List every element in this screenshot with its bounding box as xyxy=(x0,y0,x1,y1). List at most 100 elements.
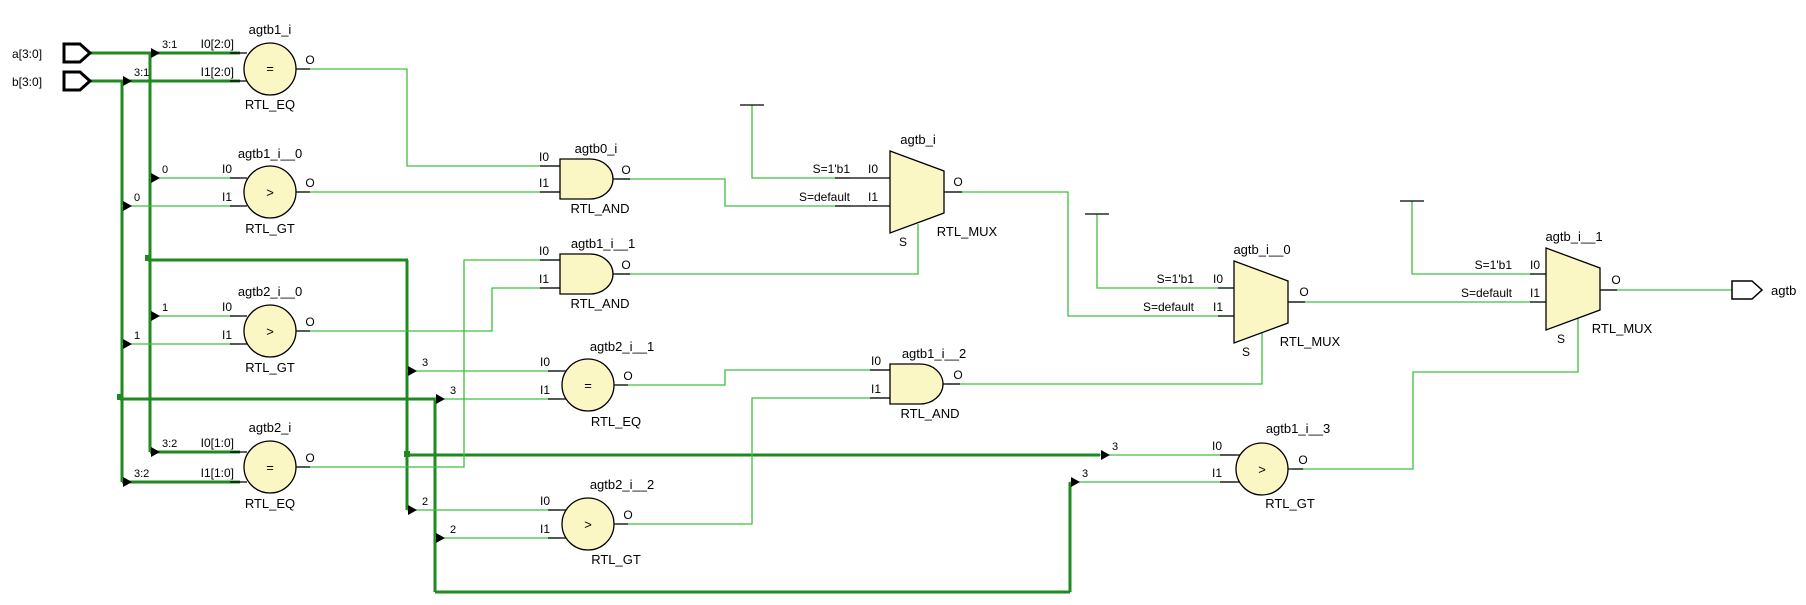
input-port-a[interactable]: a[3:0] xyxy=(12,42,93,64)
slice-label: 0 xyxy=(134,192,140,204)
cell-type: RTL_GT xyxy=(245,360,295,375)
pin-label: I1 xyxy=(540,522,550,536)
pin-label: O xyxy=(1299,285,1308,299)
gt-cell-agtb1_i__0[interactable]: > agtb1_i__0 RTL_GT I0 I1 O xyxy=(222,146,315,236)
cell-type: RTL_MUX xyxy=(1280,334,1341,349)
cell-type: RTL_EQ xyxy=(245,496,295,511)
eq-cell-agtb2_i[interactable]: = agtb2_i RTL_EQ I0[1:0] I1[1:0] O xyxy=(201,420,315,511)
pin-label: O xyxy=(1298,453,1307,467)
cell-type: RTL_GT xyxy=(591,552,641,567)
pin-label: I1 xyxy=(539,272,549,286)
and-gate-agtb1_i__2[interactable]: agtb1_i__2 RTL_AND I0 I1 O xyxy=(870,346,966,421)
cell-name: agtb_i xyxy=(900,132,936,147)
pin-label: I1[1:0] xyxy=(201,466,234,480)
pin-label: O xyxy=(305,315,314,329)
and-gate-agtb0_i[interactable]: agtb0_i RTL_AND I0 I1 O xyxy=(539,141,631,216)
equals-symbol: = xyxy=(584,378,592,393)
pin-label: O xyxy=(621,163,630,177)
cell-type: RTL_AND xyxy=(570,296,629,311)
port-label: b[3:0] xyxy=(12,75,42,89)
pin-label: I1 xyxy=(1530,286,1540,300)
slice-label: 0 xyxy=(162,164,168,176)
cell-type: RTL_EQ xyxy=(591,414,641,429)
slice-label: 3 xyxy=(422,357,428,369)
mux-agtb_i__1[interactable]: agtb_i__1 RTL_MUX I0 I1 S O S=1'b1 S=def… xyxy=(1461,229,1653,346)
pin-label: S xyxy=(1557,332,1565,346)
greater-than-symbol: > xyxy=(266,324,274,339)
slice-label: 3 xyxy=(1112,441,1118,453)
slice-label: 3:1 xyxy=(162,39,177,51)
eq-cell-agtb1_i[interactable]: = agtb1_i RTL_EQ I0[2:0] I1[2:0] O xyxy=(201,22,315,112)
pin-label: I0 xyxy=(871,354,881,368)
port-label: agtb xyxy=(1771,283,1796,298)
mux-agtb_i[interactable]: agtb_i RTL_MUX I0 I1 S O S=1'b1 S=defaul… xyxy=(799,132,998,249)
cell-type: RTL_GT xyxy=(1265,496,1315,511)
pin-label: I0 xyxy=(1530,258,1540,272)
pin-label: I1 xyxy=(540,383,550,397)
cell-name: agtb1_i__0 xyxy=(238,146,302,161)
pin-label: I0[1:0] xyxy=(201,436,234,450)
pin-label: O xyxy=(621,258,630,272)
bus-junction xyxy=(404,451,410,457)
pin-label: O xyxy=(1611,273,1620,287)
pin-label: O xyxy=(305,451,314,465)
cell-name: agtb_i__1 xyxy=(1545,229,1602,244)
pin-label: O xyxy=(623,369,632,383)
slice-label: 1 xyxy=(162,302,168,314)
output-port-agtb[interactable]: agtb xyxy=(1731,280,1796,300)
eq-cell-agtb2_i__1[interactable]: = agtb2_i__1 RTL_EQ I0 I1 O xyxy=(540,339,654,429)
gt-cell-agtb1_i__3[interactable]: > agtb1_i__3 RTL_GT I0 I1 O xyxy=(1212,421,1330,511)
slice-label: 3 xyxy=(450,385,456,397)
pin-label: I0 xyxy=(540,355,550,369)
bus-wires xyxy=(90,51,1100,594)
pin-label: I0 xyxy=(539,244,549,258)
pin-label: I1[2:0] xyxy=(201,65,234,79)
cell-name: agtb_i__0 xyxy=(1233,242,1290,257)
cell-type: RTL_AND xyxy=(570,201,629,216)
slice-label: 2 xyxy=(450,524,456,536)
pin-label: I1 xyxy=(222,190,232,204)
bus-junction xyxy=(117,394,123,400)
slice-label: 3:2 xyxy=(134,468,149,480)
cell-type: RTL_AND xyxy=(900,406,959,421)
port-label: a[3:0] xyxy=(12,47,42,61)
cell-name: agtb2_i__1 xyxy=(590,339,654,354)
mux-condition: S=1'b1 xyxy=(813,162,851,176)
cell-name: agtb1_i__2 xyxy=(902,346,966,361)
slice-label: 3 xyxy=(1082,468,1088,480)
input-port-b[interactable]: b[3:0] xyxy=(12,70,93,92)
pin-label: I0 xyxy=(1212,439,1222,453)
mux-condition: S=1'b1 xyxy=(1475,258,1513,272)
gt-cell-agtb2_i__2[interactable]: > agtb2_i__2 RTL_GT I0 I1 O xyxy=(540,477,654,567)
equals-symbol: = xyxy=(266,61,274,76)
cell-name: agtb1_i xyxy=(249,22,292,37)
cell-name: agtb2_i__2 xyxy=(590,477,654,492)
cell-name: agtb2_i xyxy=(249,420,292,435)
mux-condition: S=1'b1 xyxy=(1157,272,1195,286)
pin-label: I1 xyxy=(1213,300,1223,314)
slice-label: 1 xyxy=(134,330,140,342)
pin-label: O xyxy=(305,176,314,190)
cell-type: RTL_EQ xyxy=(245,97,295,112)
greater-than-symbol: > xyxy=(266,185,274,200)
and-gate-agtb1_i__1[interactable]: agtb1_i__1 RTL_AND I0 I1 O xyxy=(539,236,635,311)
pin-label: I1 xyxy=(871,382,881,396)
gt-cell-agtb2_i__0[interactable]: > agtb2_i__0 RTL_GT I0 I1 O xyxy=(222,284,315,375)
pin-label: I1 xyxy=(539,176,549,190)
pin-label: O xyxy=(953,175,962,189)
mux-condition: S=default xyxy=(1461,286,1513,300)
cell-type: RTL_GT xyxy=(245,221,295,236)
pin-label: I0 xyxy=(222,162,232,176)
slice-label: 3:1 xyxy=(134,67,149,79)
signal-wires xyxy=(122,68,1732,539)
mux-agtb_i__0[interactable]: agtb_i__0 RTL_MUX I0 I1 S O S=1'b1 S=def… xyxy=(1143,242,1341,359)
cell-name: agtb1_i__1 xyxy=(571,236,635,251)
cell-name: agtb1_i__3 xyxy=(1266,421,1330,436)
mux-condition: S=default xyxy=(1143,300,1195,314)
pin-label: O xyxy=(623,508,632,522)
equals-symbol: = xyxy=(266,460,274,475)
pin-label: O xyxy=(953,368,962,382)
pin-label: I1 xyxy=(868,190,878,204)
slice-label: 3:2 xyxy=(162,438,177,450)
